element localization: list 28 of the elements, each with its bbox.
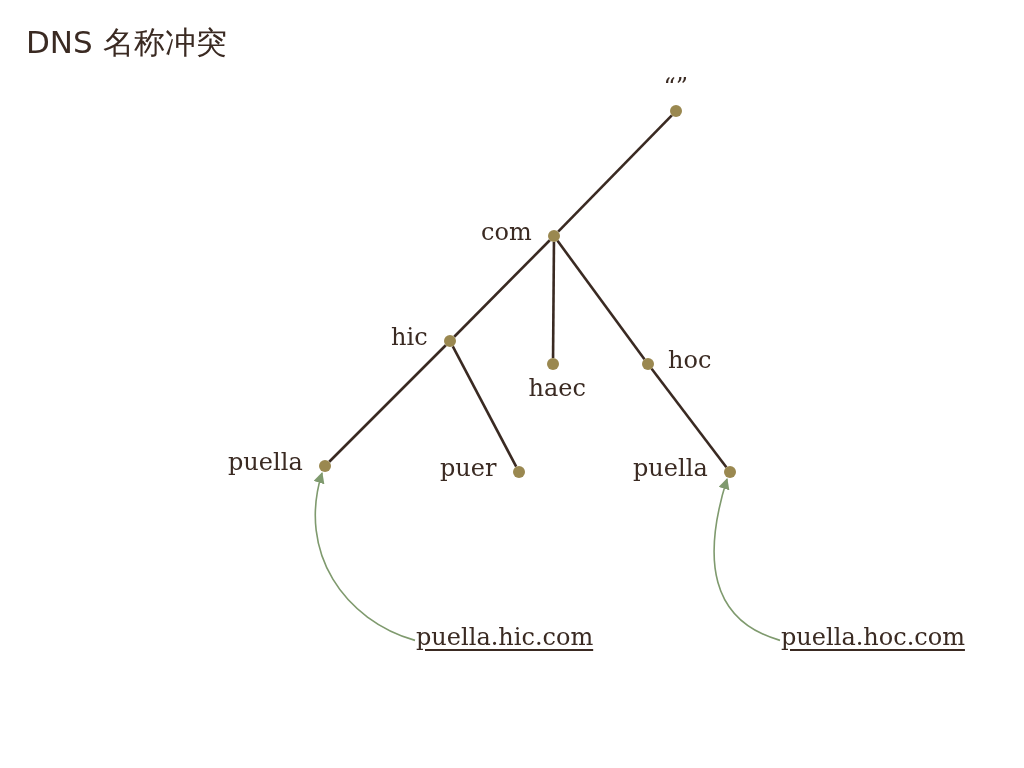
tree-dot: [513, 466, 525, 478]
tree-line: [453, 239, 551, 338]
domain-name: puella.hoc.com: [781, 623, 965, 651]
tree-line: [328, 344, 447, 463]
node-label: haec: [528, 376, 586, 400]
tree-dot: [548, 230, 560, 242]
arrow: [314, 471, 416, 642]
arrow: [713, 477, 781, 642]
node-label: “”: [663, 75, 689, 99]
tree-line: [551, 242, 556, 358]
tree-line: [557, 114, 673, 233]
node-label: hoc: [668, 348, 712, 372]
tree-dot: [642, 358, 654, 370]
tree-dot: [444, 335, 456, 347]
tree-dot: [547, 358, 559, 370]
node-label: puer: [440, 456, 497, 480]
domain-name: puella.hic.com: [416, 623, 594, 651]
node-label: puella: [228, 450, 303, 474]
tree-line: [451, 345, 518, 468]
title: DNS 名称冲突: [26, 23, 227, 62]
tree-dot: [724, 466, 736, 478]
tree-line: [556, 240, 646, 360]
tree-line: [650, 368, 728, 468]
node-label: hic: [391, 325, 428, 349]
tree-dot: [670, 105, 682, 117]
node-label: puella: [633, 456, 708, 480]
tree-dot: [319, 460, 331, 472]
node-label: com: [481, 220, 532, 244]
